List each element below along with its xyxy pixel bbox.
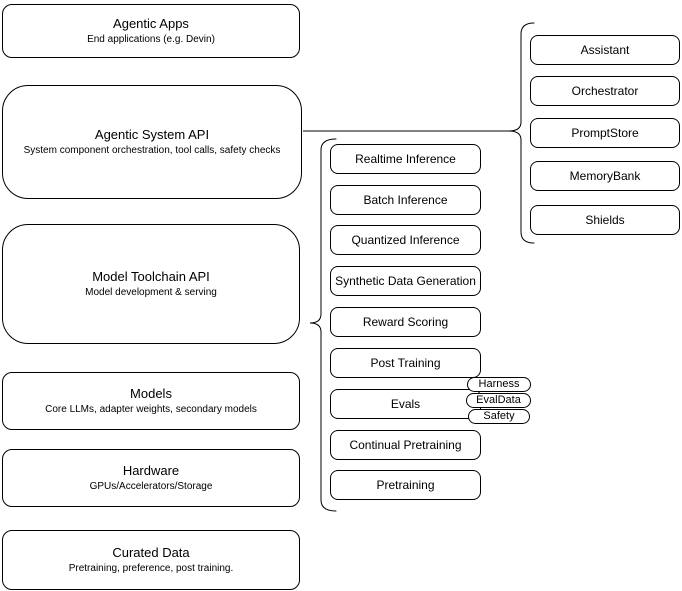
system-component-assistant: Assistant — [530, 35, 680, 65]
models-subtitle: Core LLMs, adapter weights, secondary mo… — [45, 404, 257, 415]
models-box: Models Core LLMs, adapter weights, secon… — [2, 372, 300, 430]
toolchain-item-quantized-inference: Quantized Inference — [330, 225, 481, 255]
model-toolchain-api-subtitle: Model development & serving — [85, 287, 217, 298]
agentic-system-api-title: Agentic System API — [94, 127, 210, 142]
curated-data-box: Curated Data Pretraining, preference, po… — [2, 530, 300, 590]
system-component-shields: Shields — [530, 205, 680, 235]
curated-data-title: Curated Data — [112, 545, 190, 560]
eval-tag-evaldata: EvalData — [466, 393, 531, 408]
toolchain-item-evals: Evals — [330, 389, 481, 419]
toolchain-item-realtime-inference: Realtime Inference — [330, 144, 481, 174]
toolchain-item-continual-pretraining: Continual Pretraining — [330, 430, 481, 460]
curated-data-subtitle: Pretraining, preference, post training. — [68, 563, 234, 574]
models-title: Models — [130, 386, 172, 401]
toolchain-item-reward-scoring: Reward Scoring — [330, 307, 481, 337]
agentic-apps-subtitle: End applications (e.g. Devin) — [87, 34, 215, 45]
system-components-brace — [508, 22, 535, 244]
eval-tag-safety: Safety — [468, 409, 530, 424]
toolchain-brace — [309, 138, 337, 512]
system-component-promptstore: PromptStore — [530, 118, 680, 148]
toolchain-item-pretraining: Pretraining — [330, 470, 481, 500]
hardware-title: Hardware — [122, 463, 180, 478]
agentic-apps-box: Agentic Apps End applications (e.g. Devi… — [2, 4, 300, 58]
agentic-system-api-box: Agentic System API System component orch… — [2, 85, 302, 199]
hardware-subtitle: GPUs/Accelerators/Storage — [89, 481, 213, 492]
eval-tag-harness: Harness — [467, 377, 531, 392]
model-toolchain-api-box: Model Toolchain API Model development & … — [2, 224, 300, 344]
toolchain-item-batch-inference: Batch Inference — [330, 185, 481, 215]
agentic-apps-title: Agentic Apps — [113, 16, 189, 31]
system-component-orchestrator: Orchestrator — [530, 76, 680, 106]
hardware-box: Hardware GPUs/Accelerators/Storage — [2, 449, 300, 507]
model-toolchain-api-title: Model Toolchain API — [92, 269, 210, 284]
toolchain-item-post-training: Post Training — [330, 348, 481, 378]
agentic-system-api-subtitle: System component orchestration, tool cal… — [23, 145, 281, 156]
system-component-memorybank: MemoryBank — [530, 161, 680, 191]
toolchain-item-synthetic-data-generation: Synthetic Data Generation — [330, 266, 481, 296]
